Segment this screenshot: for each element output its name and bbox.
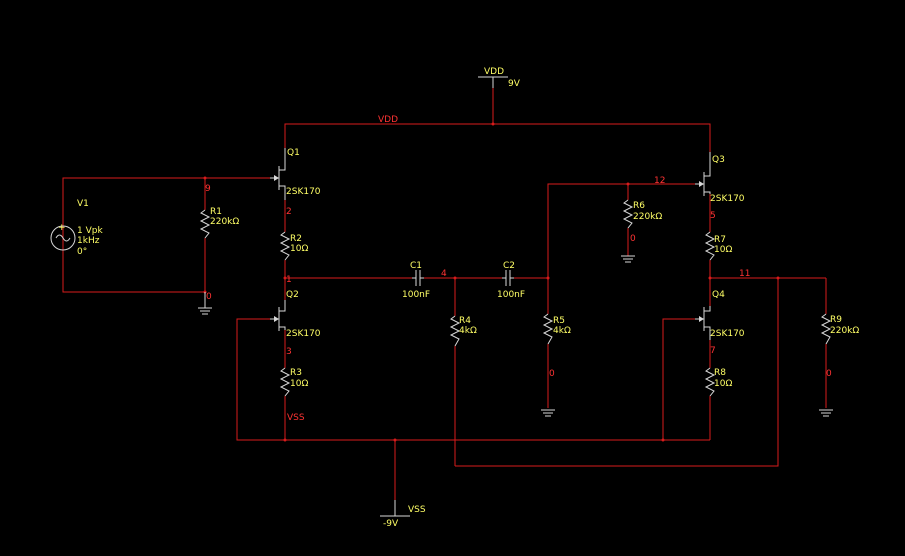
c2-value: 100nF <box>497 290 525 300</box>
voltage-source-v1[interactable]: + V1 1 Vpk 1kHz 0° <box>50 199 103 257</box>
r7-value: 10Ω <box>714 245 732 255</box>
resistor-r3[interactable]: R3 10Ω <box>279 367 308 397</box>
wires <box>62 84 827 502</box>
v1-frequency: 1kHz <box>77 236 100 246</box>
net-label-0-r5: 0 <box>549 369 555 379</box>
vss-label: VSS <box>408 505 426 515</box>
resistor-r6[interactable]: R6 220kΩ <box>622 199 662 229</box>
net-label-12: 12 <box>654 176 665 186</box>
net-label-0-r9: 0 <box>826 369 832 379</box>
r8-value: 10Ω <box>714 379 732 389</box>
q1-part: 2SK170 <box>286 187 321 197</box>
r5-value: 4kΩ <box>553 326 571 336</box>
net-label-0-r6: 0 <box>630 234 636 244</box>
net-label-9: 9 <box>205 184 211 194</box>
q2-name: Q2 <box>286 290 299 300</box>
ground-icon <box>541 409 555 417</box>
q1-name: Q1 <box>287 148 300 158</box>
v1-plus-icon: + <box>58 223 66 233</box>
net-label-vdd: VDD <box>378 115 398 125</box>
resistor-r4[interactable]: R4 4kΩ <box>449 315 477 347</box>
jfet-q2[interactable]: Q2 2SK170 <box>270 290 321 339</box>
vdd-supply[interactable]: VDD 9V <box>478 67 521 89</box>
q1-gate-arrow-icon <box>274 175 279 181</box>
q3-part: 2SK170 <box>710 194 745 204</box>
vss-supply[interactable]: VSS -9V <box>380 500 426 529</box>
net-label-0-left: 0 <box>206 292 212 302</box>
q4-part: 2SK170 <box>710 329 745 339</box>
net-label-2: 2 <box>286 207 292 217</box>
r3-value: 10Ω <box>290 379 308 389</box>
jfet-q3[interactable]: Q3 2SK170 <box>695 152 745 204</box>
net-label-vss: VSS <box>287 413 305 423</box>
resistor-r2[interactable]: R2 10Ω <box>279 231 308 261</box>
q2-gate-arrow-icon <box>274 316 279 322</box>
q3-name: Q3 <box>712 155 725 165</box>
c2-name: C2 <box>503 261 515 271</box>
r9-name: R9 <box>830 315 842 325</box>
r4-name: R4 <box>459 316 471 326</box>
q2-part: 2SK170 <box>286 329 321 339</box>
resistor-r1[interactable]: R1 220kΩ <box>199 207 239 239</box>
resistor-r9[interactable]: R9 220kΩ <box>820 313 859 345</box>
ground-icon <box>198 292 212 315</box>
q4-gate-arrow-icon <box>699 316 704 322</box>
q3-gate-arrow-icon <box>699 181 704 187</box>
vdd-label: VDD <box>484 67 504 77</box>
r4-value: 4kΩ <box>459 326 477 336</box>
net-label-5: 5 <box>710 211 716 221</box>
ground-icon <box>819 409 833 417</box>
net-label-1: 1 <box>286 275 292 285</box>
resistor-r7[interactable]: R7 10Ω <box>704 231 732 261</box>
vdd-value: 9V <box>508 79 521 89</box>
c1-value: 100nF <box>402 290 430 300</box>
v1-amplitude: 1 Vpk <box>77 226 103 236</box>
capacitor-c2[interactable]: C2 100nF <box>497 261 525 300</box>
jfet-q1[interactable]: Q1 2SK170 <box>270 148 321 200</box>
net-label-3: 3 <box>286 347 292 357</box>
vss-value: -9V <box>383 519 399 529</box>
resistor-r8[interactable]: R8 10Ω <box>704 367 732 397</box>
net-labels: VDD VSS 9 2 1 3 0 4 12 0 0 5 11 7 0 <box>205 115 832 423</box>
r2-value: 10Ω <box>290 244 308 254</box>
r5-name: R5 <box>553 316 565 326</box>
r8-name: R8 <box>714 368 726 378</box>
v1-name: V1 <box>77 199 89 209</box>
net-label-7: 7 <box>710 346 716 356</box>
ground-icon <box>621 255 635 263</box>
v1-phase: 0° <box>77 247 87 257</box>
r2-name: R2 <box>290 234 302 244</box>
net-label-4: 4 <box>441 269 447 279</box>
r1-value: 220kΩ <box>210 217 239 227</box>
q4-name: Q4 <box>712 290 725 300</box>
r7-name: R7 <box>714 235 726 245</box>
r1-name: R1 <box>210 207 222 217</box>
r9-value: 220kΩ <box>830 326 859 336</box>
capacitor-c1[interactable]: C1 100nF <box>402 261 430 300</box>
r3-name: R3 <box>290 368 302 378</box>
r6-value: 220kΩ <box>633 212 662 222</box>
c1-name: C1 <box>410 261 422 271</box>
resistor-r5[interactable]: R5 4kΩ <box>542 313 571 345</box>
r6-name: R6 <box>633 201 645 211</box>
jfet-q4[interactable]: Q4 2SK170 <box>695 290 745 340</box>
net-label-11: 11 <box>739 269 750 279</box>
